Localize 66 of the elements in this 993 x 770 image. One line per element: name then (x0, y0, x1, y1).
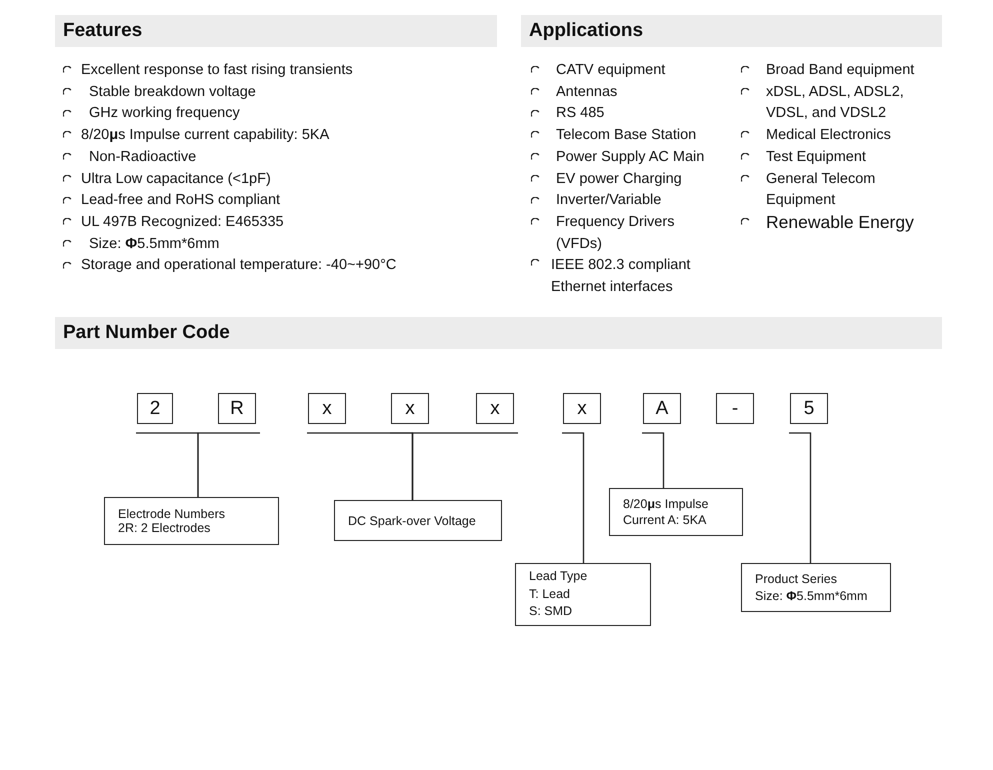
code-character-box (563, 393, 601, 424)
description-text: Current A: 5KA (623, 512, 706, 528)
list-item-text: Ultra Low capacitance (<1pF) (81, 170, 272, 188)
bracket-leader-line (412, 432, 518, 500)
description-text: Size: Φ5.5mm*6mm (755, 588, 868, 604)
list-item-text: Antennas (556, 82, 618, 102)
code-character: x (405, 398, 415, 420)
code-character-box (308, 393, 346, 424)
list-item-text: Stable breakdown voltage (89, 82, 257, 102)
list-item-text: Frequency Drivers (VFDs) (556, 212, 676, 254)
code-character: x (577, 398, 587, 420)
description-box (609, 488, 743, 536)
bracket-leader-line (642, 432, 664, 488)
code-character-box (643, 393, 681, 424)
list-item-text: Non-Radioactive (89, 148, 198, 167)
description-text: 8/20μs Impulse (623, 496, 708, 512)
description-text: 2R: 2 Electrodes (118, 521, 210, 535)
list-item-text: EV power Charging (556, 170, 683, 188)
list-item-text: xDSL, ADSL, ADSL2, VDSL, and VDSL2 (766, 82, 905, 124)
list-item-text: Telecom Base Station (556, 126, 698, 146)
bracket-leader-line (562, 432, 584, 563)
list-item-text: Inverter/Variable (556, 191, 662, 210)
code-character-box (790, 393, 828, 424)
section-heading: Features (63, 20, 142, 42)
code-character: R (230, 398, 244, 420)
description-box (334, 500, 502, 541)
code-character-box (391, 393, 429, 424)
list-item-text: UL 497B Recognized: E465335 (81, 212, 285, 232)
code-character-box (716, 393, 754, 424)
list-item-text: General Telecom Equipment (766, 170, 876, 210)
list-item-text: CATV equipment (556, 61, 666, 80)
section-heading: Applications (529, 20, 644, 42)
description-box (741, 563, 891, 612)
description-box (515, 563, 651, 626)
description-text: S: SMD (529, 603, 572, 620)
list-item-text: RS 485 (556, 104, 606, 124)
code-character: x (490, 398, 500, 420)
list-item-text: GHz working frequency (89, 104, 241, 124)
description-text: T: Lead (529, 586, 570, 603)
list-item-text: Medical Electronics (766, 126, 892, 146)
code-character: 2 (150, 398, 160, 420)
description-box (104, 497, 279, 545)
code-character-box (137, 393, 173, 424)
list-item-text: Storage and operational temperature: -40~+90°C (81, 256, 398, 276)
list-item-text: Test Equipment (766, 148, 867, 167)
list-item-text: IEEE 802.3 compliant Ethernet interfaces (551, 256, 692, 297)
list-item-text: Size: Φ5.5mm*6mm (89, 234, 220, 254)
list-item-text: 8/20μs Impulse current capability: 5KA (81, 126, 330, 146)
code-character: x (322, 398, 332, 420)
list-item-text: Power Supply AC Main (556, 148, 706, 167)
bracket-leader-line (197, 432, 260, 497)
list-item-text: Lead-free and RoHS compliant (81, 191, 282, 210)
description-text: Electrode Numbers (118, 507, 225, 521)
description-text: Lead Type (529, 568, 588, 586)
list-item-text: Excellent response to fast rising transients (81, 61, 354, 80)
bracket-leader-line (789, 432, 812, 563)
description-text: DC Spark-over Voltage (348, 514, 476, 528)
description-text: Product Series (755, 570, 837, 588)
code-character: - (732, 398, 738, 420)
code-character-box (218, 393, 256, 424)
list-item-text: Renewable Energy (766, 212, 915, 234)
code-character-box (476, 393, 514, 424)
section-heading: Part Number Code (63, 322, 230, 344)
code-character: 5 (804, 398, 814, 420)
list-item-text: Broad Band equipment (766, 61, 916, 80)
code-character: A (656, 398, 668, 420)
